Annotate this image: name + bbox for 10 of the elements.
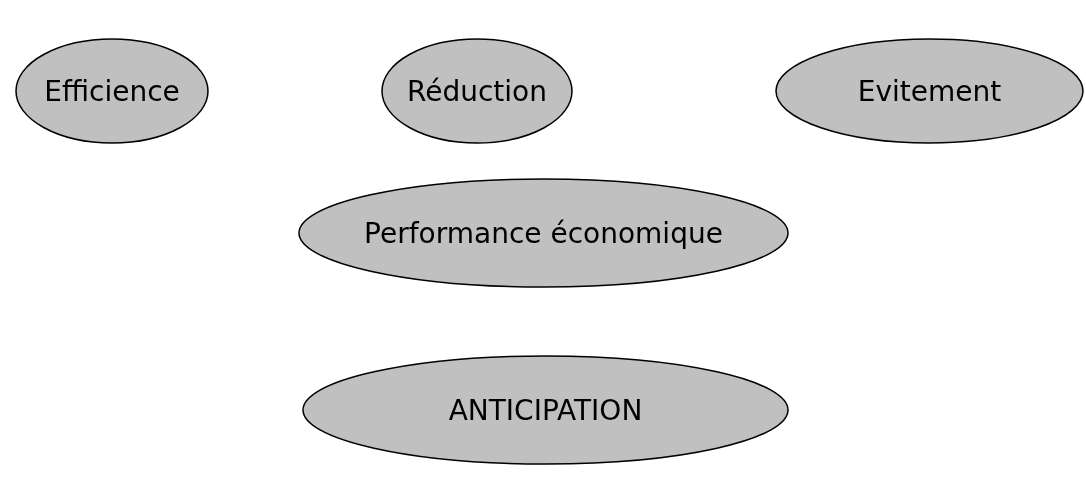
ellipse-node — [298, 178, 789, 288]
ellipse-node — [381, 38, 573, 144]
node-label: Efficience — [44, 74, 180, 108]
ellipse-node — [775, 38, 1084, 144]
ellipse-node — [15, 38, 209, 144]
node-label: Performance économique — [364, 216, 723, 250]
node-label: ANTICIPATION — [448, 393, 643, 427]
node-label: Réduction — [407, 74, 547, 108]
node-label: Evitement — [857, 74, 1002, 108]
ellipse-node — [302, 355, 789, 465]
